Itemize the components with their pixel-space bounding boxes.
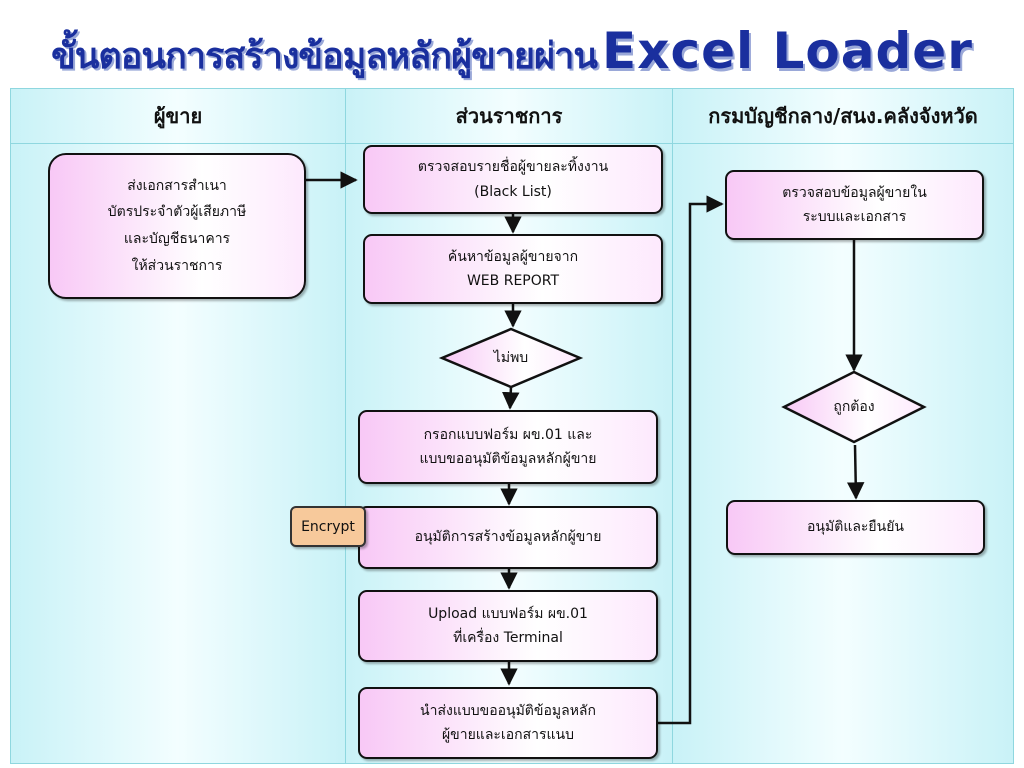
upload-line1: Upload แบบฟอร์ม ผข.01 — [428, 605, 588, 622]
search-report-line1: ค้นหาข้อมูลผู้ขายจาก — [447, 248, 579, 265]
title-thai: ขั้นตอนการสร้างข้อมูลหลักผู้ขายผ่าน — [51, 36, 598, 77]
upload-line2: ที่เครื่อง Terminal — [453, 630, 563, 646]
arrow-correct-to-confirm — [846, 444, 865, 500]
lane-header-agency: ส่วนราชการ — [346, 89, 672, 144]
not-found-diamond — [438, 327, 584, 389]
submit-documents-box: นำส่งแบบขออนุมัติข้อมูลหลัก ผู้ขายและเอก… — [358, 687, 658, 759]
submit-docs-line1: นำส่งแบบขออนุมัติข้อมูลหลัก — [420, 702, 596, 719]
send-docs-line1: ส่งเอกสารสำเนา — [127, 177, 227, 194]
send-docs-line3: และบัญชีธนาคาร — [123, 231, 231, 247]
search-report-line2: WEB REPORT — [466, 273, 560, 289]
send-docs-line4: ให้ส่วนราชการ — [131, 257, 223, 274]
verify-line1: ตรวจสอบข้อมูลผู้ขายใน — [782, 184, 927, 201]
arrow-notfound-to-form — [502, 386, 520, 410]
lane-header-comptroller: กรมบัญชีกลาง/สนง.คลังจังหวัด — [673, 89, 1013, 144]
correct-label: ถูกต้อง — [833, 399, 875, 415]
correct-diamond — [781, 370, 927, 444]
not-found-label: ไม่พบ — [493, 350, 529, 366]
check-blacklist-line1: ตรวจสอบรายชื่อผู้ขายละทิ้งงาน — [417, 159, 609, 175]
approve-confirm-label: อนุมัติและยืนยัน — [807, 519, 904, 536]
approve-create-box: อนุมัติการสร้างข้อมูลหลักผู้ขาย — [358, 506, 658, 569]
title-english: Excel Loader — [602, 22, 973, 80]
check-blacklist-box: ตรวจสอบรายชื่อผู้ขายละทิ้งงาน (Black Lis… — [363, 145, 663, 214]
approve-create-label: อนุมัติการสร้างข้อมูลหลักผู้ขาย — [414, 529, 602, 546]
submit-docs-line2: ผู้ขายและเอกสารแนบ — [441, 727, 575, 743]
upload-form-box: Upload แบบฟอร์ม ผข.01 ที่เครื่อง Termina… — [358, 590, 658, 662]
search-web-report-box: ค้นหาข้อมูลผู้ขายจาก WEB REPORT — [363, 234, 663, 304]
fill-form-line1: กรอกแบบฟอร์ม ผข.01 และ — [423, 426, 593, 443]
fill-form-box: กรอกแบบฟอร์ม ผข.01 และ แบบขออนุมัติข้อมู… — [358, 410, 658, 484]
send-documents-box: ส่งเอกสารสำเนา บัตรประจำตัวผู้เสียภาษี แ… — [48, 153, 306, 299]
check-blacklist-line2: (Black List) — [474, 183, 552, 200]
fill-form-line2: แบบขออนุมัติข้อมูลหลักผู้ขาย — [419, 451, 597, 467]
verify-vendor-box: ตรวจสอบข้อมูลผู้ขายใน ระบบและเอกสาร — [725, 170, 984, 240]
arrow-submit-to-verify — [657, 195, 724, 725]
lane-header-vendor: ผู้ขาย — [11, 89, 345, 144]
verify-line2: ระบบและเอกสาร — [802, 209, 907, 225]
page-title: ขั้นตอนการสร้างข้อมูลหลักผู้ขายผ่าน Exce… — [0, 22, 1024, 84]
send-docs-line2: บัตรประจำตัวผู้เสียภาษี — [107, 204, 247, 221]
approve-confirm-box: อนุมัติและยืนยัน — [726, 500, 985, 555]
encrypt-badge: Encrypt — [290, 506, 366, 547]
